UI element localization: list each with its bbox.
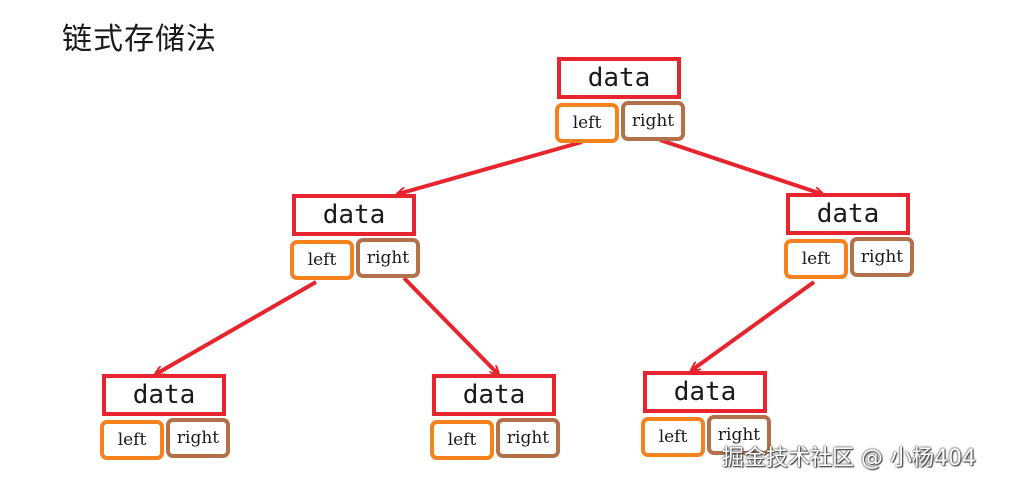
left-pointer-field: left — [100, 420, 164, 460]
data-field: data — [102, 374, 226, 416]
tree-node-root-left-child: data left right — [290, 194, 422, 286]
left-pointer-field: left — [290, 240, 354, 280]
right-pointer-field: right — [356, 238, 420, 278]
tree-node-left-right-child: data left right — [430, 374, 562, 466]
right-pointer-field: right — [496, 418, 560, 458]
data-field: data — [643, 371, 767, 413]
right-pointer-field: right — [850, 237, 914, 277]
left-pointer-field: left — [430, 420, 494, 460]
data-field: data — [786, 193, 910, 235]
tree-node-right-left-child: data left right — [641, 371, 773, 463]
watermark-text: 掘金技术社区 @ 小杨404 — [722, 446, 976, 471]
tree-node-root-right-child: data left right — [784, 193, 916, 285]
edge-left-to-leftleft — [156, 280, 317, 374]
edge-left-to-leftright — [402, 276, 498, 374]
edge-root-to-left — [398, 140, 583, 194]
left-pointer-field: left — [555, 103, 619, 143]
right-pointer-field: right — [707, 415, 771, 455]
edge-right-to-rightleft — [692, 280, 816, 370]
left-pointer-field: left — [784, 239, 848, 279]
diagram-title: 链式存储法 — [62, 22, 217, 57]
tree-node-root: data left right — [555, 57, 687, 149]
data-field: data — [292, 194, 416, 236]
data-field: data — [432, 374, 556, 416]
edge-root-to-right — [659, 138, 822, 194]
left-pointer-field: left — [641, 417, 705, 457]
right-pointer-field: right — [166, 418, 230, 458]
right-pointer-field: right — [621, 101, 685, 141]
data-field: data — [557, 57, 681, 99]
tree-node-left-left-child: data left right — [100, 374, 232, 466]
